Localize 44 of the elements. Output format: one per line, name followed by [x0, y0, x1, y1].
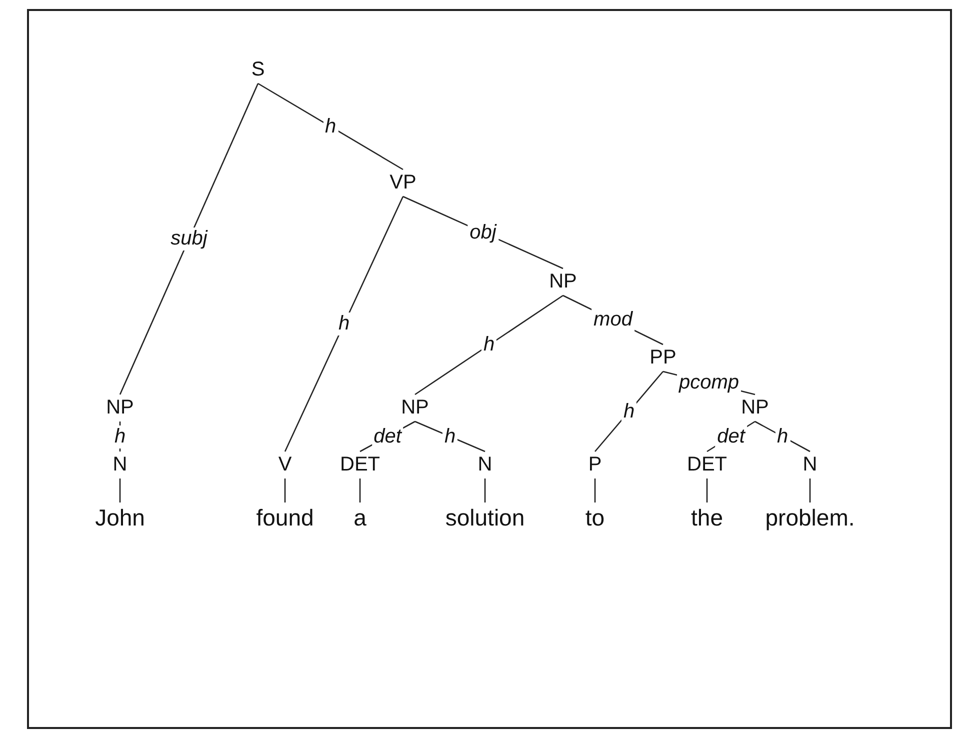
edge-label: det — [715, 425, 747, 448]
tree-branch — [754, 420, 810, 452]
tree-branch — [414, 294, 564, 396]
tree-branch — [359, 478, 361, 502]
tree-branch — [484, 478, 486, 502]
category-label: PP — [648, 346, 678, 370]
edge-label: subj — [168, 228, 210, 250]
edge-label: h — [336, 312, 352, 336]
tree-branch — [706, 478, 708, 502]
category-label: N — [110, 452, 130, 478]
word-label: solution — [443, 504, 527, 532]
category-label: NP — [547, 270, 579, 294]
edge-label: obj — [468, 221, 498, 244]
word-label: to — [583, 504, 607, 532]
edge-label: mod — [592, 308, 634, 332]
tree-branch — [119, 83, 259, 395]
word-label: problem. — [763, 504, 857, 532]
tree-branch — [258, 82, 404, 170]
tree-branch — [594, 371, 664, 452]
tree-branch — [809, 478, 811, 502]
category-label: DET — [338, 452, 382, 478]
word-label: found — [254, 504, 316, 532]
tree-branch — [284, 196, 404, 452]
category-label: P — [586, 452, 604, 478]
tree-branch — [119, 478, 121, 502]
category-label: N — [800, 452, 820, 478]
edge-label: h — [112, 425, 128, 448]
word-label: a — [352, 504, 368, 532]
edge-label: pcomp — [676, 372, 742, 394]
category-label: DET — [685, 452, 729, 478]
category-label: NP — [739, 396, 771, 420]
word-label: John — [93, 504, 147, 532]
category-label: V — [276, 452, 294, 478]
word-label: the — [689, 504, 725, 532]
tree-branch — [594, 478, 596, 502]
category-label: NP — [104, 396, 136, 420]
edge-label: det — [372, 425, 404, 448]
edge-label: h — [621, 400, 637, 423]
category-label: S — [249, 58, 267, 82]
category-label: NP — [399, 396, 431, 420]
category-label: N — [476, 452, 494, 478]
category-label: VP — [388, 170, 418, 196]
tree-branch — [284, 478, 286, 502]
tree-branch — [414, 420, 486, 452]
